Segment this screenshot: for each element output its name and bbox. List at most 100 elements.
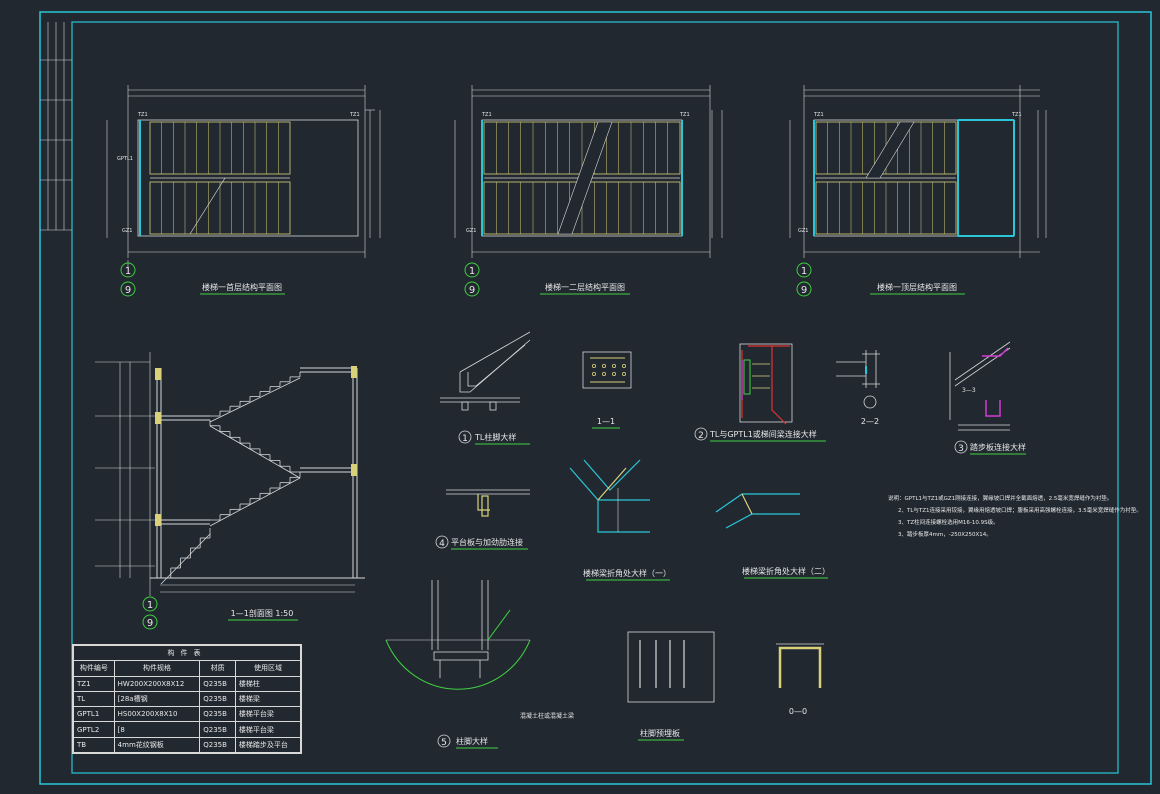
plan3-axis-b: 9	[801, 285, 807, 296]
plan1-gptl1: GPTL1	[117, 156, 133, 162]
detail5-note: 混凝土柱或混凝土梁	[520, 712, 574, 720]
bend1-title: 楼梯梁折角处大样（一）	[583, 568, 671, 578]
cell: 4mm花纹钢板	[113, 736, 201, 754]
detail-3: 3 踏步板连接大样 3—3	[949, 341, 1026, 455]
drawing-line	[209, 477, 301, 527]
bend2-title: 楼梯梁折角处大样（二）	[742, 566, 830, 576]
section-1-1: 1 9 1—1剖面图 1:50	[95, 352, 365, 630]
cell: TZ1	[73, 675, 115, 692]
plan3-axis-a: 1	[801, 266, 807, 277]
plan2-tz1-tr: TZ1	[679, 112, 690, 118]
table-row: TL [28a槽钢 Q235B 楼梯梁	[73, 690, 302, 708]
plan2-axis-a: 1	[469, 266, 475, 277]
plan1-axis-b: 9	[125, 285, 131, 296]
detail-sec22: 2—2	[836, 350, 880, 426]
cell: [8	[113, 721, 201, 738]
cell: 楼梯平台梁	[234, 706, 302, 723]
bolt-hole	[622, 363, 627, 368]
inner-frame	[71, 21, 1119, 774]
detail-2: 2 TL与GPTL1或梯间梁连接大样	[694, 343, 826, 442]
cell: TL	[73, 690, 115, 708]
sec22-label: 2—2	[861, 417, 879, 426]
plan1-title: 楼梯一首层结构平面图	[202, 282, 282, 292]
cell: Q235B	[199, 675, 236, 692]
outer-frame	[39, 11, 1152, 785]
cell: Q235B	[199, 706, 236, 723]
bend-detail-2: 楼梯梁折角处大样（二）	[715, 493, 830, 579]
header-area: 使用区域	[234, 660, 302, 677]
header-material: 材质	[199, 660, 236, 677]
cell: TB	[73, 736, 115, 754]
plan2-tz1-tl: TZ1	[481, 112, 492, 118]
detail-5: 5 柱脚大样 混凝土柱或混凝土梁	[385, 580, 574, 749]
detail5-title: 柱脚大样	[456, 736, 488, 746]
bend-detail-1: 楼梯梁折角处大样（一）	[569, 459, 671, 581]
cell: Q235B	[199, 690, 236, 708]
bolt-hole	[592, 371, 597, 376]
note-line-2: 2、TL与TZ1连接采用铰接，翼缘用熔透坡口焊；腹板采用高强螺栓连接，3.5毫米…	[898, 506, 1142, 514]
table-row: TZ1 HW200X200X8X12 Q235B 楼梯柱	[73, 675, 302, 692]
cell: [28a槽钢	[113, 690, 201, 708]
plan1-gz1: GZ1	[122, 228, 132, 234]
plan2-axis-b: 9	[469, 285, 475, 296]
cell: Q235B	[199, 736, 236, 754]
cell: 楼梯平台梁	[234, 721, 302, 738]
detail1-title: TL柱脚大样	[474, 432, 516, 442]
drawing-line	[209, 377, 301, 423]
plan3-tz1-tr: TZ1	[1011, 112, 1022, 118]
plan2-gz1: GZ1	[466, 228, 476, 234]
section-axis-a: 1	[147, 600, 153, 611]
drawing-line	[160, 533, 211, 585]
cell: HW200X200X8X12	[113, 675, 201, 692]
plan3-tz1-tl: TZ1	[813, 112, 824, 118]
embed-title: 柱脚预埋板	[640, 728, 680, 738]
cell: Q235B	[199, 721, 236, 738]
bolt-hole	[592, 363, 597, 368]
plan2-title: 楼梯一二层结构平面图	[545, 282, 625, 292]
plan1-axis-a: 1	[125, 266, 131, 277]
embed-plate: 柱脚预埋板	[627, 631, 715, 741]
detail4-num: 4	[439, 539, 445, 549]
cell: 楼梯踏步及平台	[234, 736, 302, 754]
bolt-hole	[612, 371, 617, 376]
note-line-1: 说明：GPTL1与TZ1或GZ1刚接连接，翼缘坡口焊并全截面熔透，2.5毫米宽焊…	[888, 494, 1112, 502]
drawing-line	[209, 425, 301, 479]
table-title: 构件表	[73, 644, 301, 662]
plan-1: TZ1 TZ1 GZ1 GPTL1 1 9 楼梯一首层结构平面图	[106, 85, 381, 297]
bolt-hole	[612, 363, 617, 368]
title-strip	[40, 22, 72, 231]
header-id: 构件编号	[73, 660, 115, 677]
sec33-label: 3—3	[962, 387, 976, 394]
plan1-tz1-tl: TZ1	[137, 112, 148, 118]
detail2-num: 2	[698, 431, 704, 441]
note-line-3: 3、TZ柱间连接螺栓选用M16-10.9S级。	[898, 518, 999, 526]
plan3-gz1: GZ1	[798, 228, 808, 234]
cell: HS00X200X8X10	[113, 706, 201, 723]
component-table: 构件表 构件编号 构件规格 材质 使用区域 TZ1 HW200X200X8X12…	[72, 644, 302, 754]
detail-1: 1 TL柱脚大样	[440, 331, 531, 445]
bolt-hole	[622, 371, 627, 376]
sec00-label: 0—0	[789, 707, 807, 716]
note-line-4: 3、踏步板厚4mm，-250X250X14。	[898, 530, 992, 538]
plan3-title: 楼梯一顶层结构平面图	[877, 282, 957, 292]
detail3-title: 踏步板连接大样	[970, 442, 1026, 452]
cell: 楼梯柱	[234, 675, 302, 692]
cell: GPTL1	[73, 706, 115, 723]
component-table-grid: 构件表 构件编号 构件规格 材质 使用区域 TZ1 HW200X200X8X12…	[73, 644, 302, 754]
table-row: GPTL2 [8 Q235B 楼梯平台梁	[73, 721, 302, 738]
plan-2: TZ1 TZ1 GZ1 1 9 楼梯一二层结构平面图	[454, 85, 723, 297]
detail1-num: 1	[462, 434, 468, 444]
detail-sec11: 1—1	[582, 351, 632, 429]
table-row: GPTL1 HS00X200X8X10 Q235B 楼梯平台梁	[73, 706, 302, 723]
section-title: 1—1剖面图 1:50	[231, 608, 294, 618]
cell: GPTL2	[73, 721, 115, 738]
detail-sec00: 0—0	[776, 643, 824, 716]
header-spec: 构件规格	[113, 660, 201, 677]
sec11-label: 1—1	[597, 417, 615, 426]
bolt-hole	[602, 363, 607, 368]
plan-3: TZ1 TZ1 GZ1 1 9 楼梯一顶层结构平面图	[789, 85, 1047, 297]
bolt-hole	[602, 371, 607, 376]
detail4-title: 平台板与加劲肋连接	[451, 537, 523, 547]
cell: 楼梯梁	[234, 690, 302, 708]
